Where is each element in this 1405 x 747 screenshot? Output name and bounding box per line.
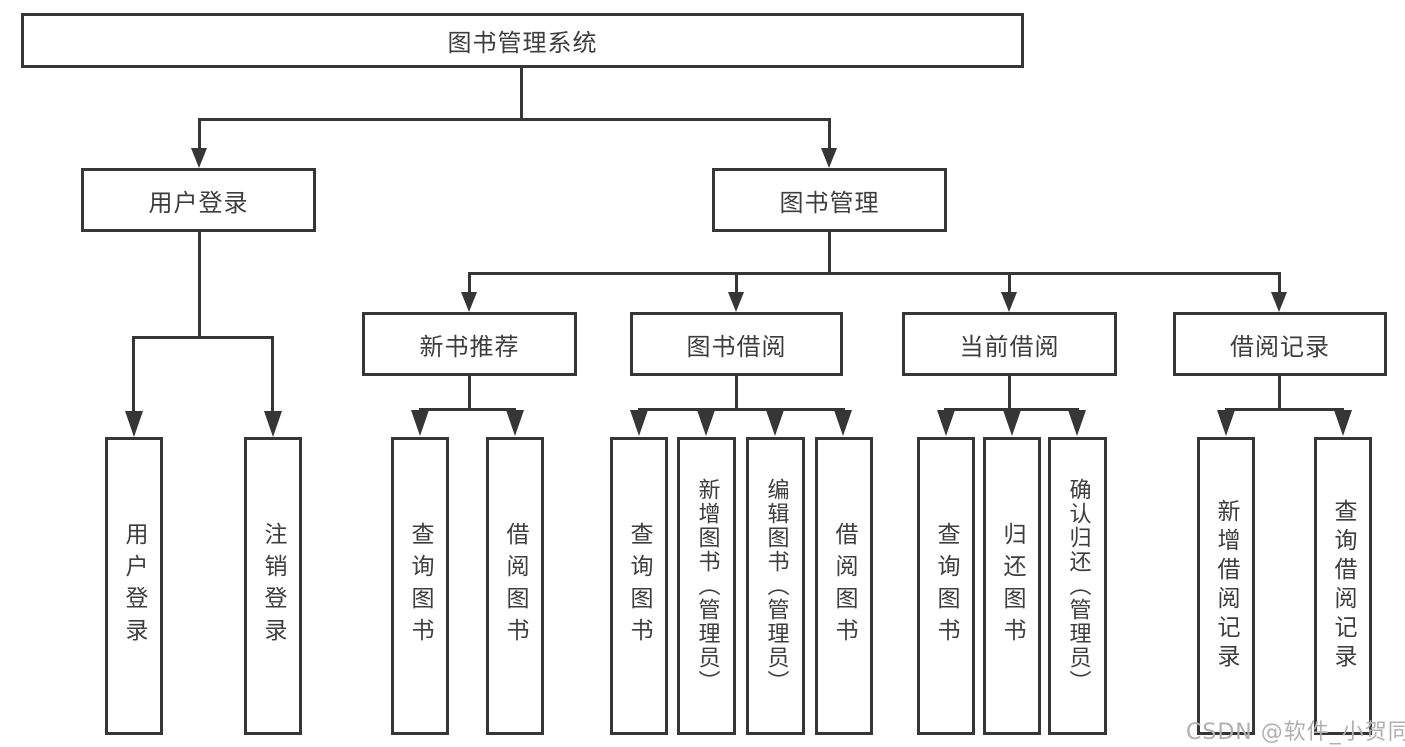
connector-level3-drop — [468, 272, 471, 296]
leaf-user-login: 用户登录 — [105, 437, 163, 735]
arrow-down-icon — [1003, 410, 1021, 436]
arrow-down-icon — [821, 148, 837, 168]
arrow-down-icon — [1001, 292, 1017, 312]
leaf-query-borrow-record: 查询借阅记录 — [1314, 437, 1372, 735]
arrow-down-icon — [506, 410, 524, 436]
connector-leaf-drop — [132, 336, 135, 416]
arrow-down-icon — [1271, 292, 1287, 312]
leaf-borrow-books: 借阅图书 — [486, 437, 544, 735]
connector-level3-rail — [468, 272, 1281, 275]
connector-group-rail — [1225, 408, 1344, 411]
node-book-management: 图书管理 — [712, 168, 947, 232]
connector-level3-drop — [735, 272, 738, 296]
connector-book-mgmt-drop — [828, 118, 831, 152]
arrow-down-icon — [630, 410, 648, 436]
connector-group-down — [1278, 376, 1281, 408]
arrow-down-icon — [728, 292, 744, 312]
node-book-borrow: 图书借阅 — [630, 312, 843, 376]
csdn-watermark: CSDN @软件_小贺同学 — [1186, 720, 1405, 745]
leaf-query-books: 查询图书 — [917, 437, 975, 735]
arrow-down-icon — [1334, 410, 1352, 436]
arrow-down-icon — [937, 410, 955, 436]
arrow-down-icon — [1068, 410, 1086, 436]
leaf-edit-books-admin: 编辑图书（管理员） — [746, 437, 805, 735]
leaf-confirm-return-admin: 确认归还（管理员） — [1048, 437, 1107, 735]
node-new-book-recommend: 新书推荐 — [362, 312, 577, 376]
connector-level2-rail — [198, 118, 830, 121]
connector-group-rail — [419, 408, 516, 411]
connector-user-login-down — [198, 232, 201, 336]
arrow-down-icon — [834, 410, 852, 436]
connector-book-mgmt-down — [828, 232, 831, 272]
arrow-down-icon — [766, 410, 784, 436]
node-current-borrow: 当前借阅 — [902, 312, 1117, 376]
leaf-logout: 注销登录 — [244, 437, 302, 735]
arrow-down-icon — [411, 410, 429, 436]
leaf-add-borrow-record: 新增借阅记录 — [1197, 437, 1255, 735]
arrow-down-icon — [461, 292, 477, 312]
connector-leaf-drop — [271, 336, 274, 416]
arrow-down-icon — [697, 410, 715, 436]
connector-group-down — [468, 376, 471, 408]
leaf-query-books: 查询图书 — [391, 437, 449, 735]
node-user-login: 用户登录 — [81, 168, 316, 232]
leaf-query-books: 查询图书 — [610, 437, 668, 735]
connector-group-down — [735, 376, 738, 408]
connector-group-down — [1008, 376, 1011, 408]
connector-root-drop — [520, 68, 523, 118]
connector-group-rail — [944, 408, 1079, 411]
arrow-down-icon — [125, 411, 143, 437]
node-library-system: 图书管理系统 — [21, 13, 1024, 68]
arrow-down-icon — [264, 411, 282, 437]
arrow-down-icon — [191, 148, 207, 168]
connector-level3-drop — [1278, 272, 1281, 296]
leaf-return-books: 归还图书 — [983, 437, 1041, 735]
connector-level3-drop — [1008, 272, 1011, 296]
leaf-add-books-admin: 新增图书（管理员） — [677, 437, 736, 735]
leaf-borrow-books: 借阅图书 — [815, 437, 873, 735]
node-borrow-records: 借阅记录 — [1173, 312, 1387, 376]
connector-group-rail — [638, 408, 845, 411]
connector-user-login-drop — [198, 118, 201, 152]
arrow-down-icon — [1217, 410, 1235, 436]
connector-user-login-rail — [132, 336, 274, 339]
